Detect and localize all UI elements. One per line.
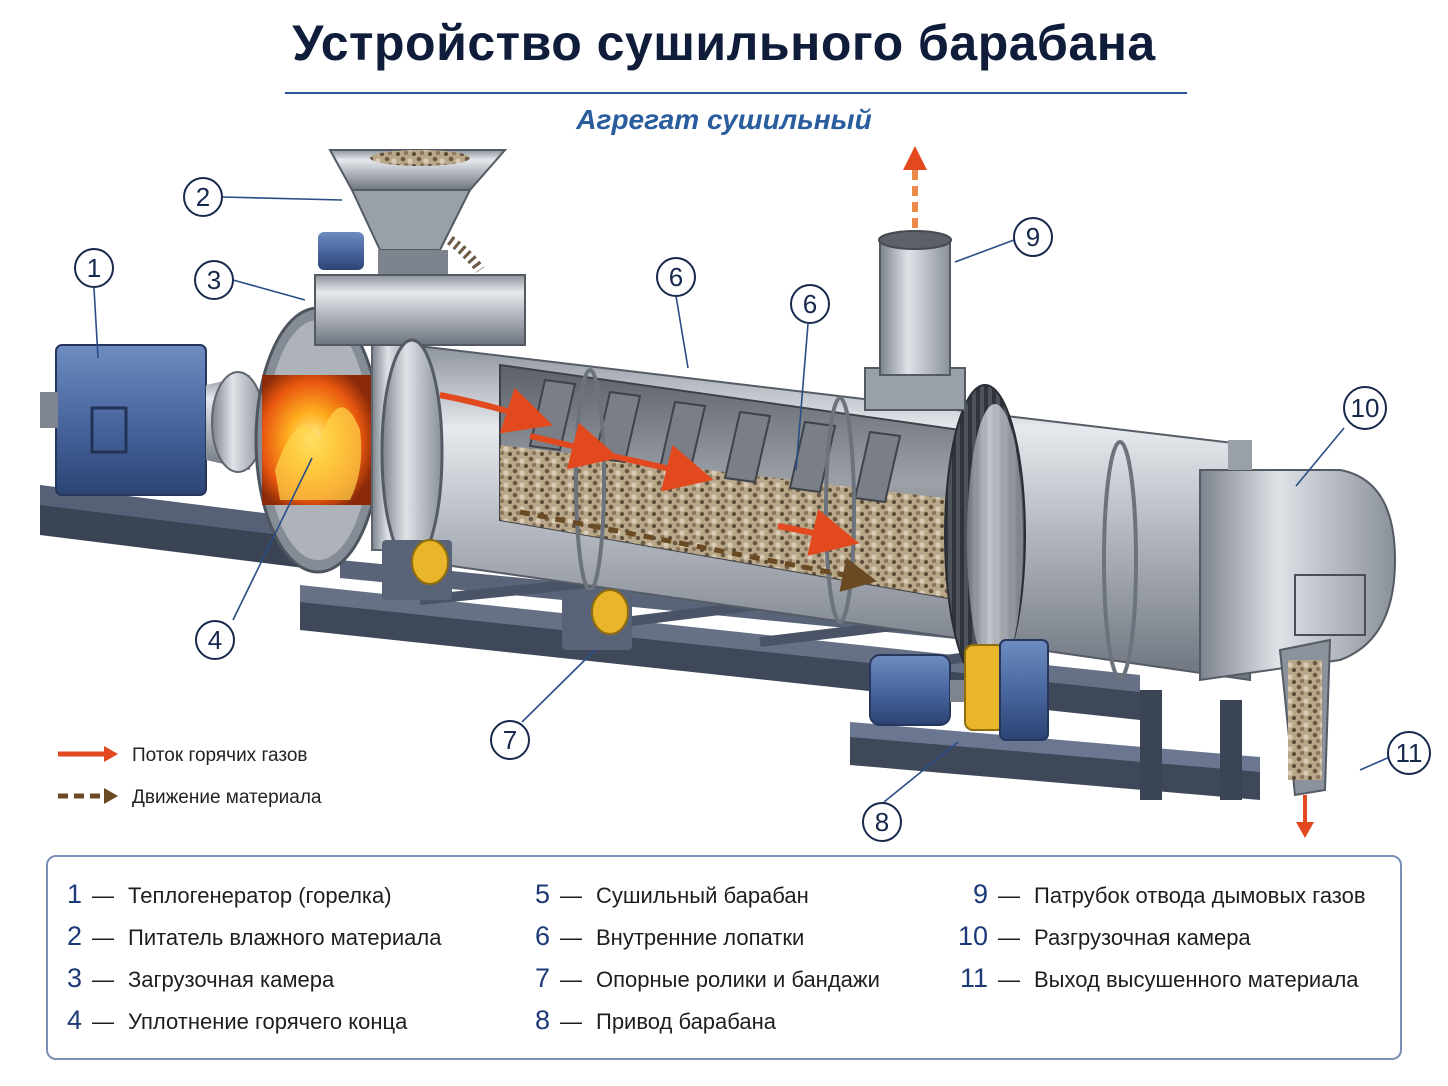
legend-label: Теплогенератор (горелка) <box>128 883 392 908</box>
heat-generator <box>40 344 265 496</box>
exhaust-stack <box>864 146 966 411</box>
legend-item: 2 — Питатель влажного материала <box>62 921 441 963</box>
legend-item: 4 — Уплотнение горячего конца <box>62 1005 441 1047</box>
feed-hopper <box>314 149 526 346</box>
callout-8: 8 <box>862 802 902 842</box>
legend-num: 6 <box>534 921 550 951</box>
svg-text:6: 6 <box>669 262 683 292</box>
legend-column-2: 5 — Сушильный барабан 6 — Внутренние лоп… <box>526 879 880 1047</box>
callout-11: 11 <box>1387 731 1431 775</box>
legend-num: 10 <box>957 921 988 951</box>
legend-dash: — <box>92 883 114 908</box>
legend-item: 9 — Патрубок отвода дымовых газов <box>954 879 1366 921</box>
flow-legend: Поток горячих газов Движение материала <box>58 745 322 808</box>
legend-item: 10 — Разгрузочная камера <box>954 921 1366 963</box>
legend-column-1: 1 — Теплогенератор (горелка) 2 — Питател… <box>62 879 441 1047</box>
legend-num: 11 <box>959 963 988 993</box>
hot-gas-flow-arrows <box>439 387 860 556</box>
legend-dash: — <box>560 1009 582 1034</box>
drum-drive <box>869 639 1049 741</box>
legend-column-3: 9 — Патрубок отвода дымовых газов 10 — Р… <box>954 879 1366 1005</box>
svg-text:1: 1 <box>87 253 101 283</box>
legend-num: 9 <box>972 879 988 909</box>
legend-label: Внутренние лопатки <box>596 925 805 950</box>
legend-num: 4 <box>66 1005 82 1035</box>
legend-num: 1 <box>66 879 82 909</box>
material-flow-arrows <box>519 509 878 592</box>
legend-dash: — <box>92 967 114 992</box>
legend-dash: — <box>998 967 1020 992</box>
svg-text:10: 10 <box>1351 393 1380 423</box>
legend-item: 3 — Загрузочная камера <box>62 963 441 1005</box>
callout-6-shell: 6 <box>656 257 696 297</box>
legend-dash: — <box>998 883 1020 908</box>
page-title: Устройство сушильного барабана <box>292 15 1156 71</box>
support-rollers <box>382 539 632 650</box>
callout-3: 3 <box>194 260 234 300</box>
svg-text:6: 6 <box>803 289 817 319</box>
legend-item: 7 — Опорные ролики и бандажи <box>526 963 880 1005</box>
legend-item: 8 — Привод барабана <box>526 1005 880 1047</box>
legend-dash: — <box>92 1009 114 1034</box>
svg-text:4: 4 <box>208 625 222 655</box>
svg-text:11: 11 <box>1396 738 1423 768</box>
legend-label: Разгрузочная камера <box>1034 925 1251 950</box>
legend-item: 11 — Выход высушенного материала <box>954 963 1366 1005</box>
svg-text:Движение материала: Движение материала <box>132 787 322 808</box>
legend-dash: — <box>92 925 114 950</box>
legend-dash: — <box>560 967 582 992</box>
callout-6-flights: 6 <box>790 284 830 324</box>
dryer-illustration: 1 2 3 4 6 6 7 8 <box>40 146 1431 842</box>
legend-label: Выход высушенного материала <box>1034 967 1359 992</box>
legend-num: 2 <box>66 921 82 951</box>
legend-num: 8 <box>534 1005 550 1035</box>
svg-text:3: 3 <box>207 265 221 295</box>
legend-label: Привод барабана <box>596 1009 776 1034</box>
svg-text:8: 8 <box>875 807 889 837</box>
callout-leaders <box>93 196 1393 803</box>
callout-9: 9 <box>1013 217 1053 257</box>
legend-item: 1 — Теплогенератор (горелка) <box>62 879 441 921</box>
legend-label: Патрубок отвода дымовых газов <box>1034 883 1366 908</box>
parts-legend: 1 — Теплогенератор (горелка) 2 — Питател… <box>46 855 1402 1060</box>
callout-badges: 1 2 3 4 6 6 7 8 <box>74 177 1431 842</box>
legend-label: Опорные ролики и бандажи <box>596 967 880 992</box>
svg-text:9: 9 <box>1026 222 1040 252</box>
discharge-chamber <box>1199 440 1397 838</box>
callout-2: 2 <box>183 177 223 217</box>
page-subtitle: Агрегат сушильный <box>576 104 872 135</box>
legend-hot-gas: Поток горячих газов <box>58 745 308 766</box>
legend-dash: — <box>560 883 582 908</box>
legend-label: Уплотнение горячего конца <box>128 1009 408 1034</box>
legend-dash: — <box>560 925 582 950</box>
callout-7: 7 <box>490 720 530 760</box>
legend-material: Движение материала <box>58 787 322 808</box>
legend-num: 5 <box>534 879 550 909</box>
legend-label: Сушильный барабан <box>596 883 809 908</box>
svg-text:Поток горячих газов: Поток горячих газов <box>132 745 308 766</box>
legend-item: 6 — Внутренние лопатки <box>526 921 880 963</box>
svg-text:7: 7 <box>503 725 517 755</box>
svg-text:2: 2 <box>196 182 210 212</box>
legend-num: 7 <box>534 963 550 993</box>
legend-dash: — <box>998 925 1020 950</box>
legend-label: Загрузочная камера <box>128 967 335 992</box>
legend-item: 5 — Сушильный барабан <box>526 879 880 921</box>
title-divider <box>285 92 1187 94</box>
legend-label: Питатель влажного материала <box>128 925 442 950</box>
callout-10: 10 <box>1343 386 1387 430</box>
callout-1: 1 <box>74 248 114 288</box>
callout-4: 4 <box>195 620 235 660</box>
legend-num: 3 <box>66 963 82 993</box>
